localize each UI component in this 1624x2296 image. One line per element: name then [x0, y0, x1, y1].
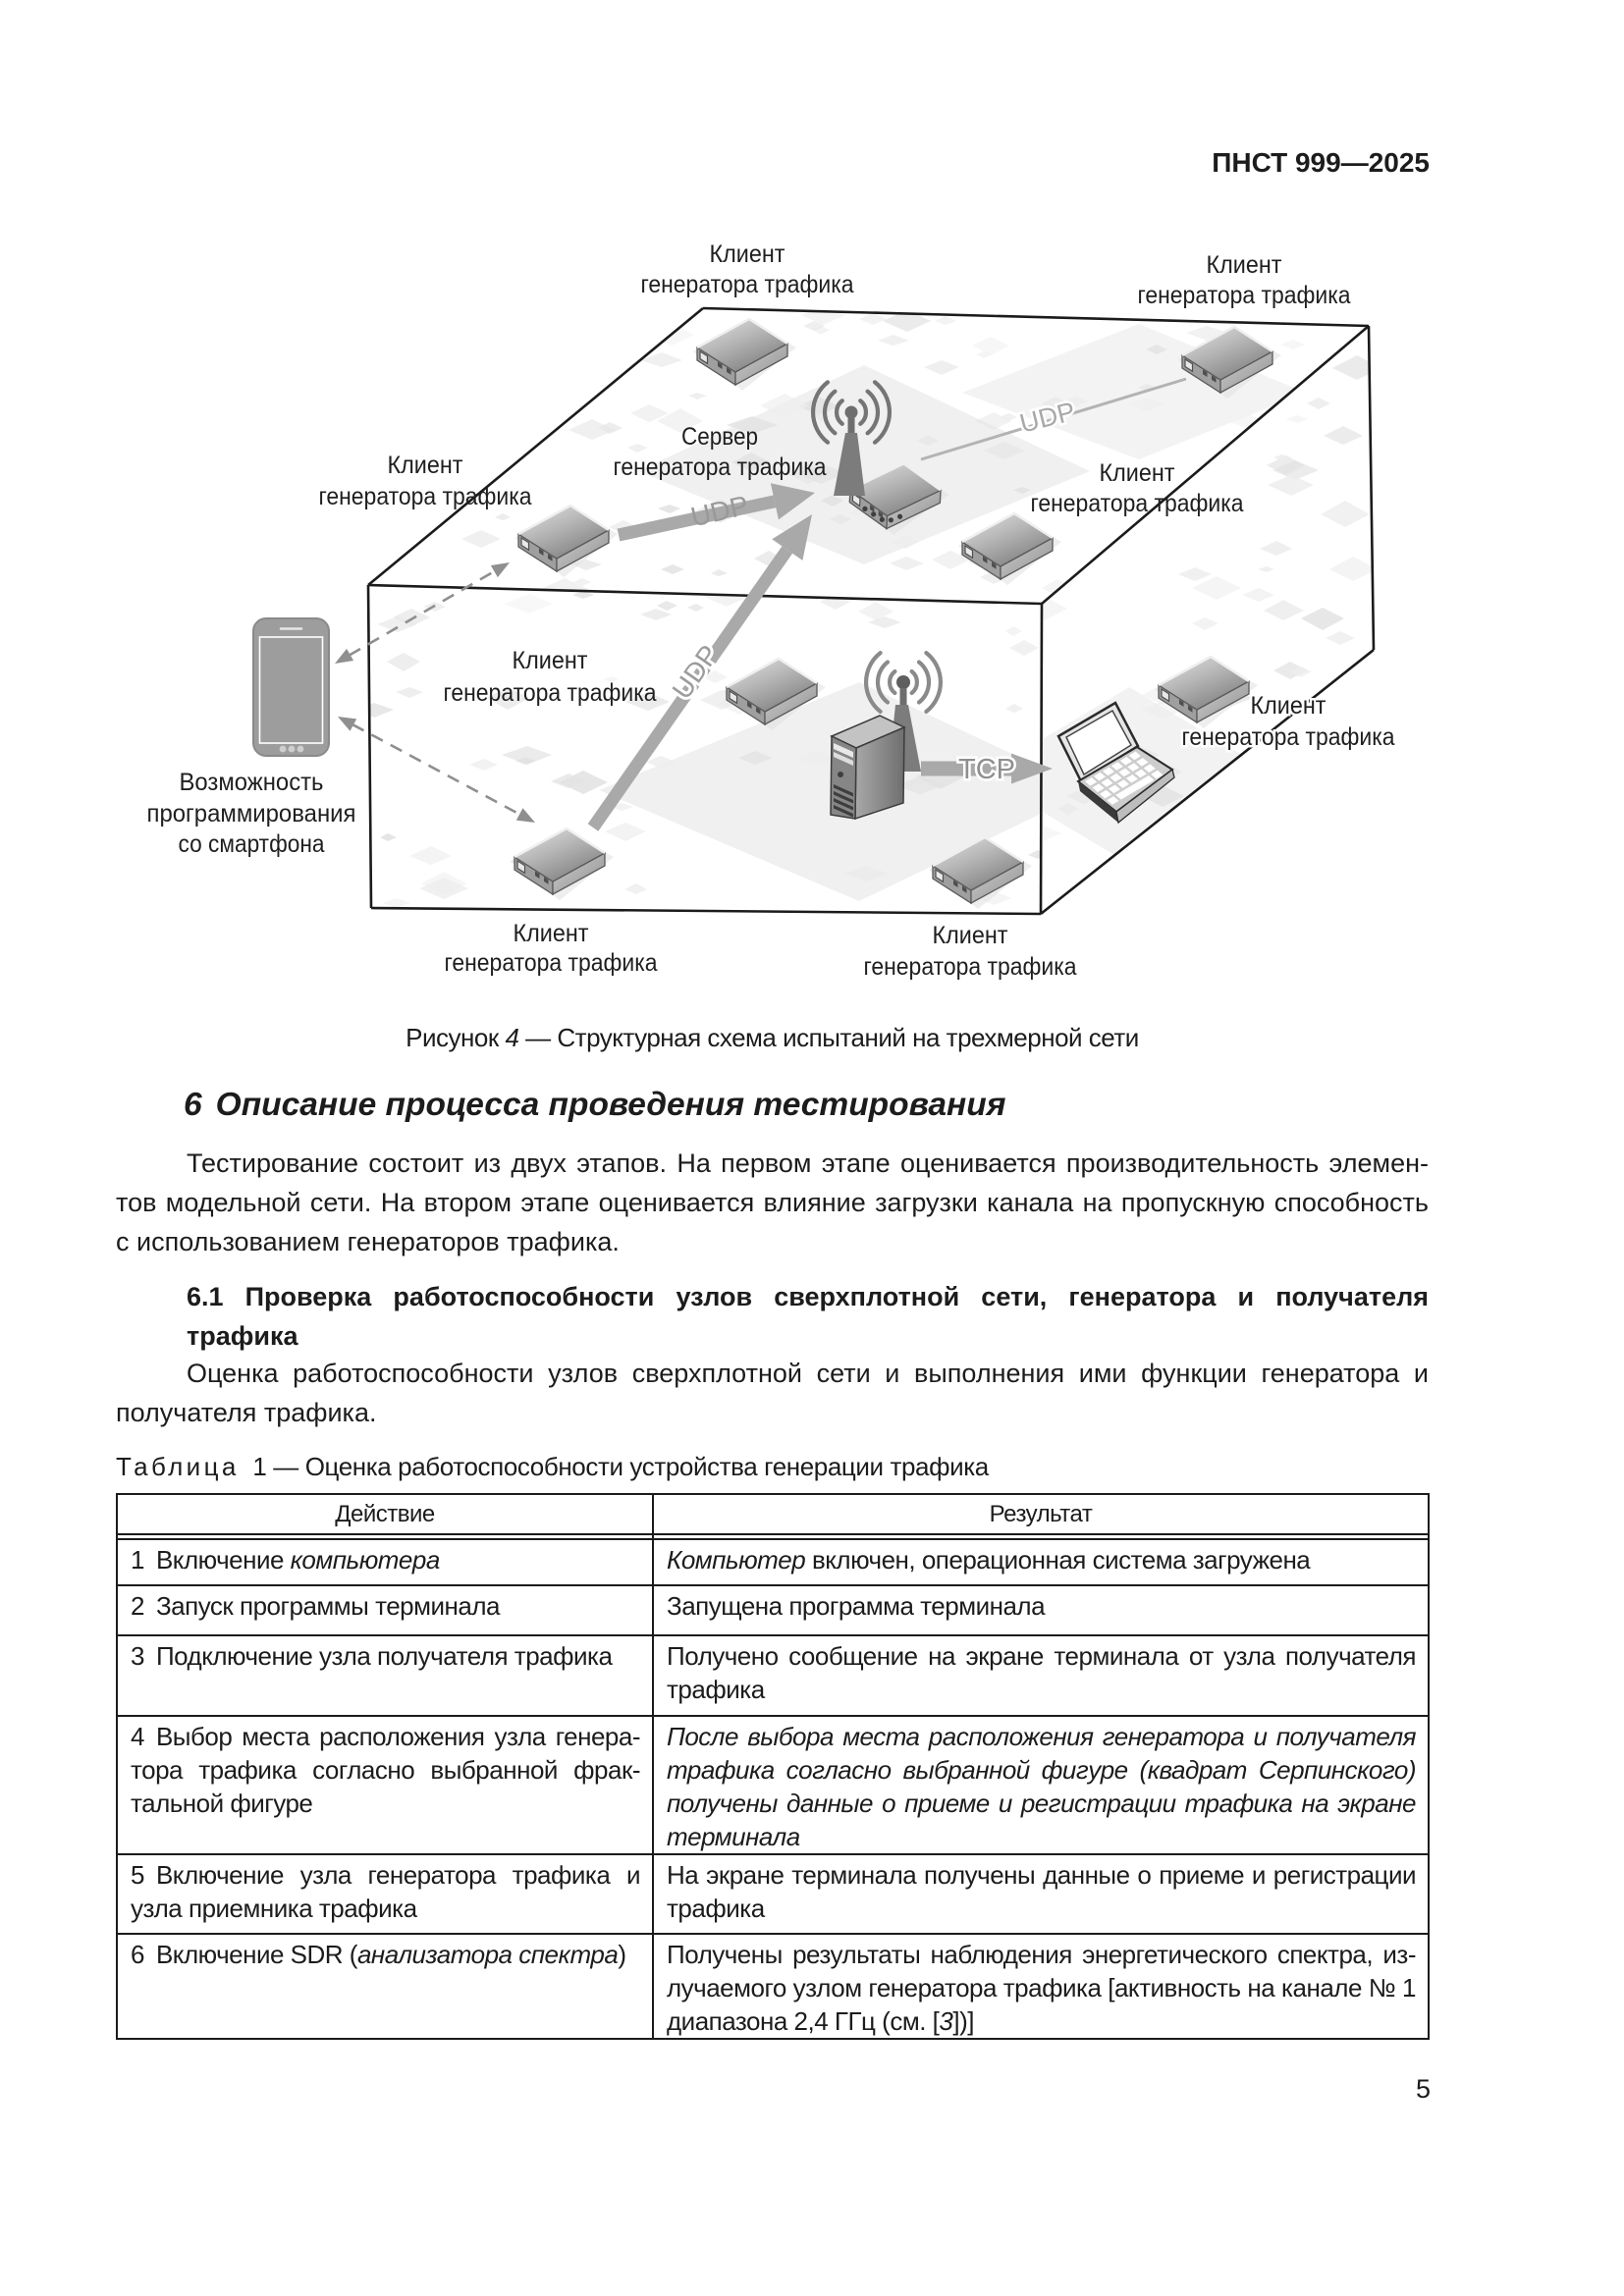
svg-text:генератора трафика: генератора трафика	[1031, 490, 1244, 517]
svg-text:Сервер: Сервер	[681, 423, 758, 451]
svg-text:генератора трафика: генератора трафика	[444, 679, 657, 707]
svg-text:генератора трафика: генератора трафика	[319, 483, 532, 510]
svg-text:Возможность: Возможность	[180, 769, 324, 796]
svg-text:Клиент: Клиент	[1207, 251, 1283, 279]
svg-text:генератора трафика: генератора трафика	[614, 454, 827, 481]
svg-text:Клиент: Клиент	[1100, 459, 1176, 487]
svg-text:генератора трафика: генератора трафика	[864, 953, 1077, 981]
svg-text:Клиент: Клиент	[388, 452, 464, 479]
svg-text:Клиент: Клиент	[1251, 692, 1327, 720]
svg-text:генератора трафика: генератора трафика	[445, 949, 658, 977]
svg-text:генератора трафика: генератора трафика	[1138, 282, 1351, 309]
svg-text:со смартфона: со смартфона	[179, 830, 325, 858]
svg-text:Клиент: Клиент	[933, 922, 1009, 949]
svg-text:программирования: программирования	[147, 800, 356, 828]
svg-text:Клиент: Клиент	[514, 920, 590, 947]
svg-text:Клиент: Клиент	[513, 647, 589, 674]
svg-text:генератора трафика: генератора трафика	[1182, 723, 1395, 751]
svg-text:Клиент: Клиент	[710, 240, 786, 268]
svg-text:генератора трафика: генератора трафика	[641, 271, 854, 298]
svg-text:TCP: TCP	[958, 754, 1015, 785]
